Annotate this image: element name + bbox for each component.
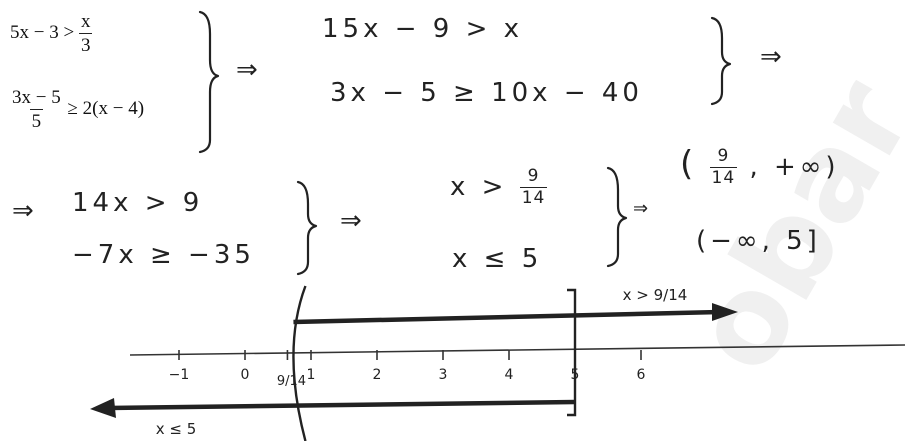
number-line-tick-label: 6 [637,367,646,383]
number-line-tick-label: 4 [505,367,514,383]
inequality-2-right: ≥ 2(x − 4) [67,97,145,119]
lower-ray [107,399,576,411]
fraction-numerator: 9 [717,146,730,166]
fraction-denominator: 14 [519,187,548,208]
step4-line1: x > 9 14 [450,166,548,208]
interval-2: (−∞, 5] [696,226,821,256]
lower-ray-arrowhead [90,398,116,418]
interval-1-open: ( [680,144,698,184]
fraction-numerator: x [80,11,91,32]
fraction-denominator: 14 [709,167,738,188]
number-line-tick-label: 3 [439,367,448,383]
brace-1 [198,10,220,154]
fraction-numerator: 9 [527,166,540,186]
step4-line2: x ≤ 5 [452,244,543,274]
fraction-numerator: 3x − 5 [12,87,61,108]
number-line-special-label: 9/14 [277,374,306,389]
number-line-tick-label: 2 [373,367,382,383]
number-line-tick-label: 1 [307,367,316,383]
implies-arrow-1: ⇒ [236,55,262,85]
open-parenthesis-9-14 [292,285,307,441]
inequality-1: 5x − 3 > x 3 [10,11,93,56]
interval-1-fraction: 9 14 [709,146,738,188]
step3-line1: 14x > 9 [72,188,204,218]
closed-bracket-5 [567,288,577,417]
number-line-tick-label: 0 [241,367,250,383]
brace-4 [606,166,628,268]
number-line-axis [129,344,906,356]
implies-arrow-3: ⇒ [12,196,38,226]
fraction-x-over-3: x 3 [78,11,93,56]
interval-1: ( 9 14 , +∞) [680,144,840,187]
implies-arrow-2: ⇒ [760,42,786,72]
implies-arrow-5: ⇒ [633,198,653,219]
interval-1-rest: , +∞) [749,152,840,182]
upper-ray-label: x > 9/14 [623,286,688,304]
fraction-9-over-14: 9 14 [519,166,548,208]
step3-line2: −7x ≥ −35 [72,240,255,270]
fraction-denominator: 5 [29,109,44,132]
upper-ray [293,309,721,325]
fraction-denominator: 3 [78,33,93,56]
inequality-2: 3x − 5 5 ≥ 2(x − 4) [10,88,144,131]
upper-ray-arrowhead [712,303,738,321]
step2-line1: 15x − 9 > x [322,14,524,44]
inequality-1-left: 5x − 3 > [10,21,75,43]
number-line-tick-label: −1 [169,367,190,383]
fraction-3x-5-over-5: 3x − 5 5 [10,88,63,131]
step2-line2: 3x − 5 ≥ 10x − 40 [330,78,643,108]
implies-arrow-4: ⇒ [340,206,366,236]
step4-line1-left: x > [450,172,508,202]
brace-2 [710,16,732,106]
lower-ray-label: x ≤ 5 [156,420,197,438]
brace-3 [296,180,318,276]
